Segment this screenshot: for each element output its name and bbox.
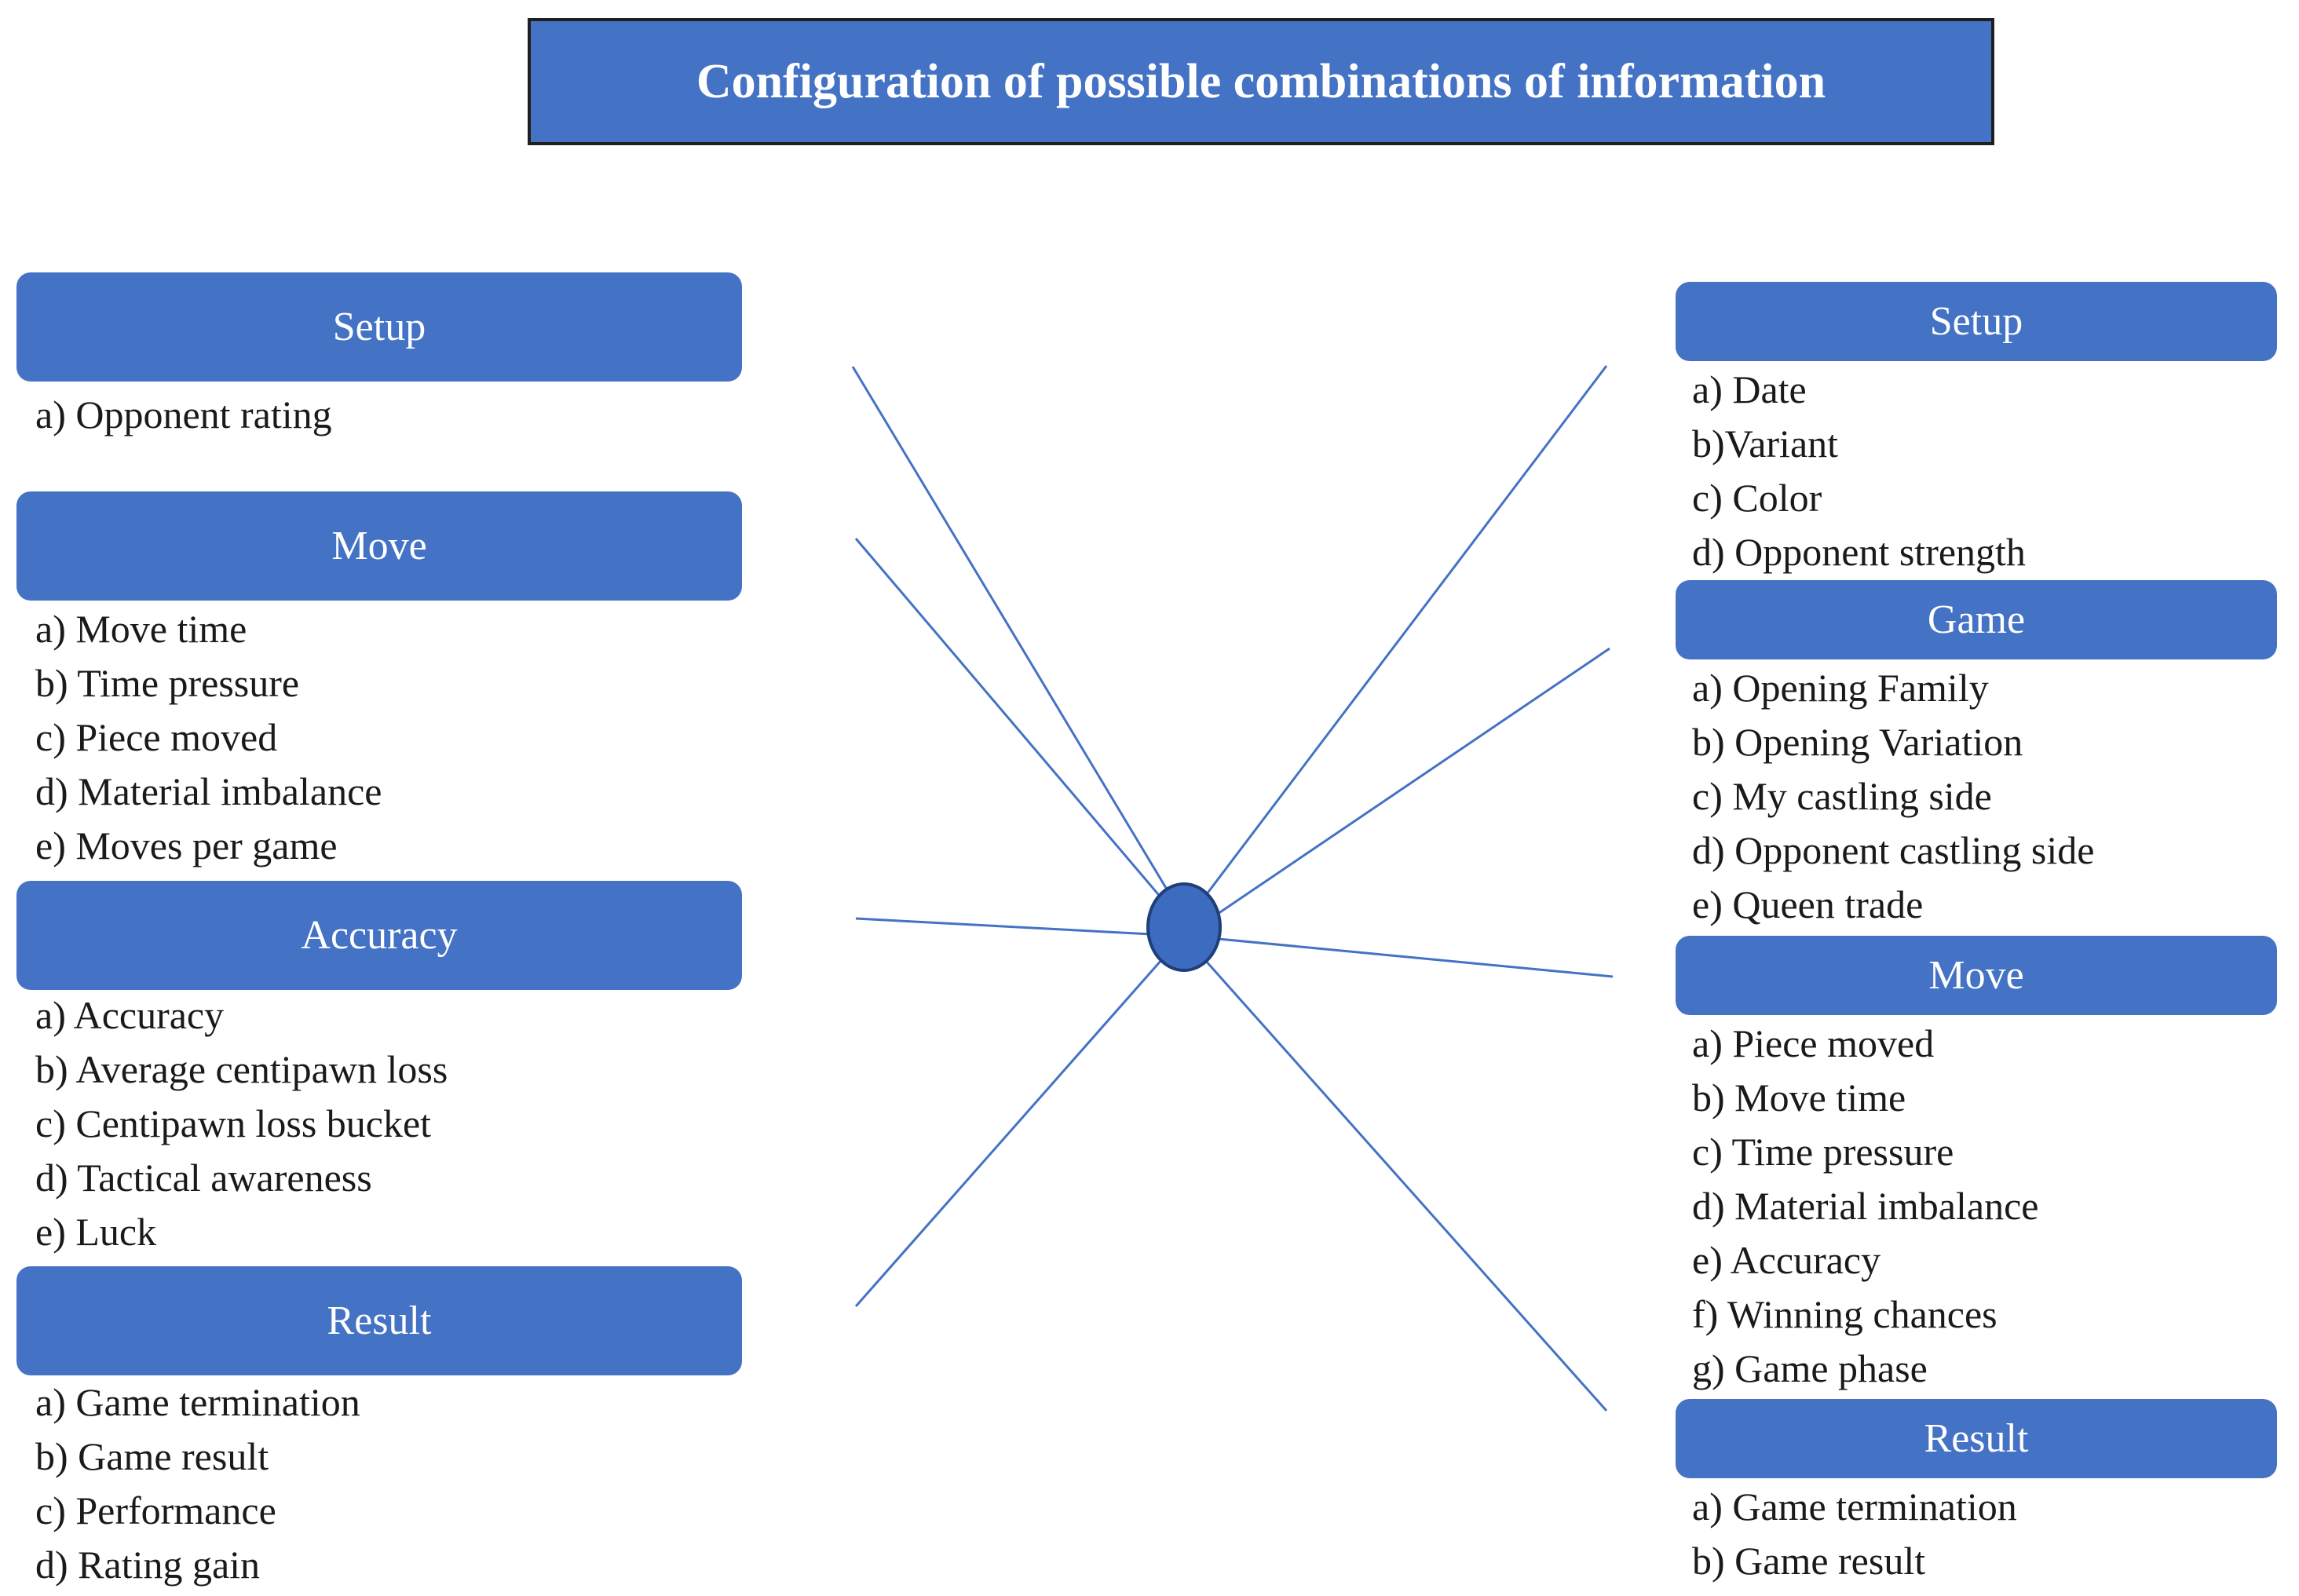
list-item: b) Game result: [1692, 1539, 1926, 1583]
list-item: b) Average centipawn loss: [35, 1047, 448, 1091]
right-setup-items: a) Date b)Variant c) Color d) Opponent s…: [1692, 363, 2026, 579]
list-item: d) Tactical awareness: [35, 1156, 372, 1200]
right-move-header: Move: [1676, 936, 2277, 1015]
central-hub: [1146, 882, 1222, 972]
connector-line-3: [855, 917, 1152, 936]
list-item: d) Rating gain: [35, 1543, 261, 1587]
list-item: a) Accuracy: [35, 993, 225, 1037]
list-item: d) Material imbalance: [35, 769, 382, 813]
right-game-items: a) Opening Family b) Opening Variation c…: [1692, 661, 2094, 932]
list-item: b) Game result: [35, 1434, 269, 1478]
list-item: e) Accuracy: [1692, 1238, 1881, 1282]
list-item: a) Move time: [35, 607, 247, 651]
left-setup-header: Setup: [16, 272, 742, 382]
list-item: a) Game termination: [35, 1380, 360, 1424]
list-item: e) Queen trade: [1692, 882, 1924, 926]
left-move-items: a) Move time b) Time pressure c) Piece m…: [35, 602, 382, 873]
list-item: c) Piece moved: [35, 715, 278, 759]
list-item: b) Move time: [1692, 1076, 1906, 1119]
right-result-header: Result: [1676, 1399, 2277, 1478]
list-item: f) Winning chances: [1692, 1292, 1997, 1336]
list-item: g) Game phase: [1692, 1346, 1928, 1390]
list-item: b)Variant: [1692, 422, 1839, 466]
list-item: c) My castling side: [1692, 774, 1992, 818]
connector-line-8: [1203, 959, 1608, 1412]
list-item: e) Luck: [35, 1210, 157, 1254]
connector-line-5: [1200, 365, 1608, 902]
list-item: b) Time pressure: [35, 661, 300, 705]
left-move-header: Move: [16, 491, 742, 601]
connector-line-7: [1218, 937, 1614, 978]
list-item: c) Performance: [35, 1488, 276, 1532]
list-item: a) Piece moved: [1692, 1021, 1935, 1065]
list-item: d) Opponent castling side: [1692, 828, 2095, 872]
left-result-items: a) Game termination b) Game result c) Pe…: [35, 1375, 360, 1592]
list-item: a) Opponent rating: [35, 393, 332, 436]
list-item: b) Opening Variation: [1692, 720, 2023, 764]
connector-line-6: [1215, 647, 1610, 917]
right-setup-header: Setup: [1676, 282, 2277, 361]
list-item: a) Game termination: [1692, 1485, 2017, 1528]
right-result-items: a) Game termination b) Game result: [1692, 1480, 2017, 1588]
right-game-header: Game: [1676, 580, 2277, 659]
list-item: c) Color: [1692, 476, 1822, 520]
list-item: a) Opening Family: [1692, 666, 1989, 710]
list-item: c) Centipawn loss bucket: [35, 1101, 432, 1145]
connector-line-4: [854, 959, 1164, 1307]
list-item: c) Time pressure: [1692, 1130, 1954, 1174]
diagram-title: Configuration of possible combinations o…: [528, 18, 1994, 145]
left-setup-items: a) Opponent rating: [35, 388, 332, 442]
list-item: d) Opponent strength: [1692, 530, 2026, 574]
right-move-items: a) Piece moved b) Move time c) Time pres…: [1692, 1017, 2038, 1396]
connector-line-2: [854, 538, 1168, 905]
list-item: e) Moves per game: [35, 824, 338, 867]
connector-line-1: [851, 366, 1175, 900]
left-accuracy-header: Accuracy: [16, 881, 742, 990]
list-item: d) Material imbalance: [1692, 1184, 2039, 1228]
list-item: a) Date: [1692, 367, 1807, 411]
left-result-header: Result: [16, 1266, 742, 1375]
left-accuracy-items: a) Accuracy b) Average centipawn loss c)…: [35, 988, 448, 1259]
